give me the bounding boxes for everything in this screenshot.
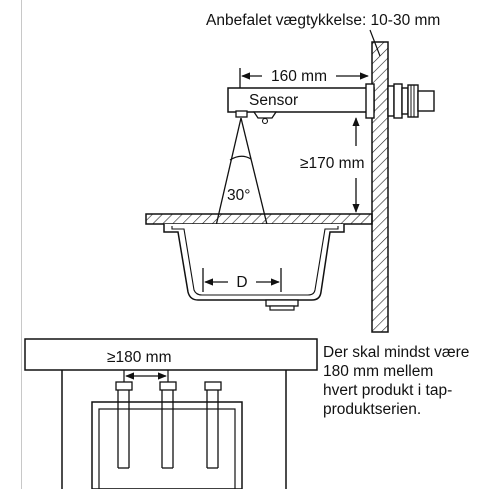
countertop — [145, 213, 373, 225]
wall-thickness-label: Anbefalet vægtykkelse: 10-30 mm — [206, 12, 440, 29]
wall — [371, 41, 389, 333]
spout — [227, 87, 375, 125]
spacing-note: Der skal mindst være 180 mm mellem hvert… — [323, 343, 501, 419]
front-countertop — [24, 338, 318, 371]
front-spout-2 — [159, 381, 177, 469]
dimension-160mm — [239, 68, 369, 88]
distance-d-label: D — [236, 274, 247, 291]
spacing-label: ≥180 mm — [107, 349, 172, 366]
spout-outlet — [252, 111, 278, 119]
sensor-window — [235, 110, 248, 118]
note-line-2: 180 mm mellem — [323, 363, 434, 380]
note-line-4: produktserien. — [323, 401, 422, 418]
left-margin-line — [21, 0, 22, 489]
front-spout-1 — [115, 381, 133, 469]
front-spout-3 — [204, 381, 222, 469]
sensor-label: Sensor — [249, 92, 298, 109]
note-line-3: hvert produkt i tap- — [323, 382, 453, 399]
front-view — [24, 338, 318, 489]
angle-label: 30° — [227, 187, 250, 204]
spout-length-label: 160 mm — [271, 68, 327, 85]
note-line-1: Der skal mindst være — [323, 344, 470, 361]
height-label: ≥170 mm — [300, 155, 365, 172]
sink-basin — [163, 224, 345, 311]
dimension-d — [202, 268, 282, 292]
wall-leader-line — [369, 29, 381, 57]
wall-mount-fitting — [365, 83, 435, 119]
